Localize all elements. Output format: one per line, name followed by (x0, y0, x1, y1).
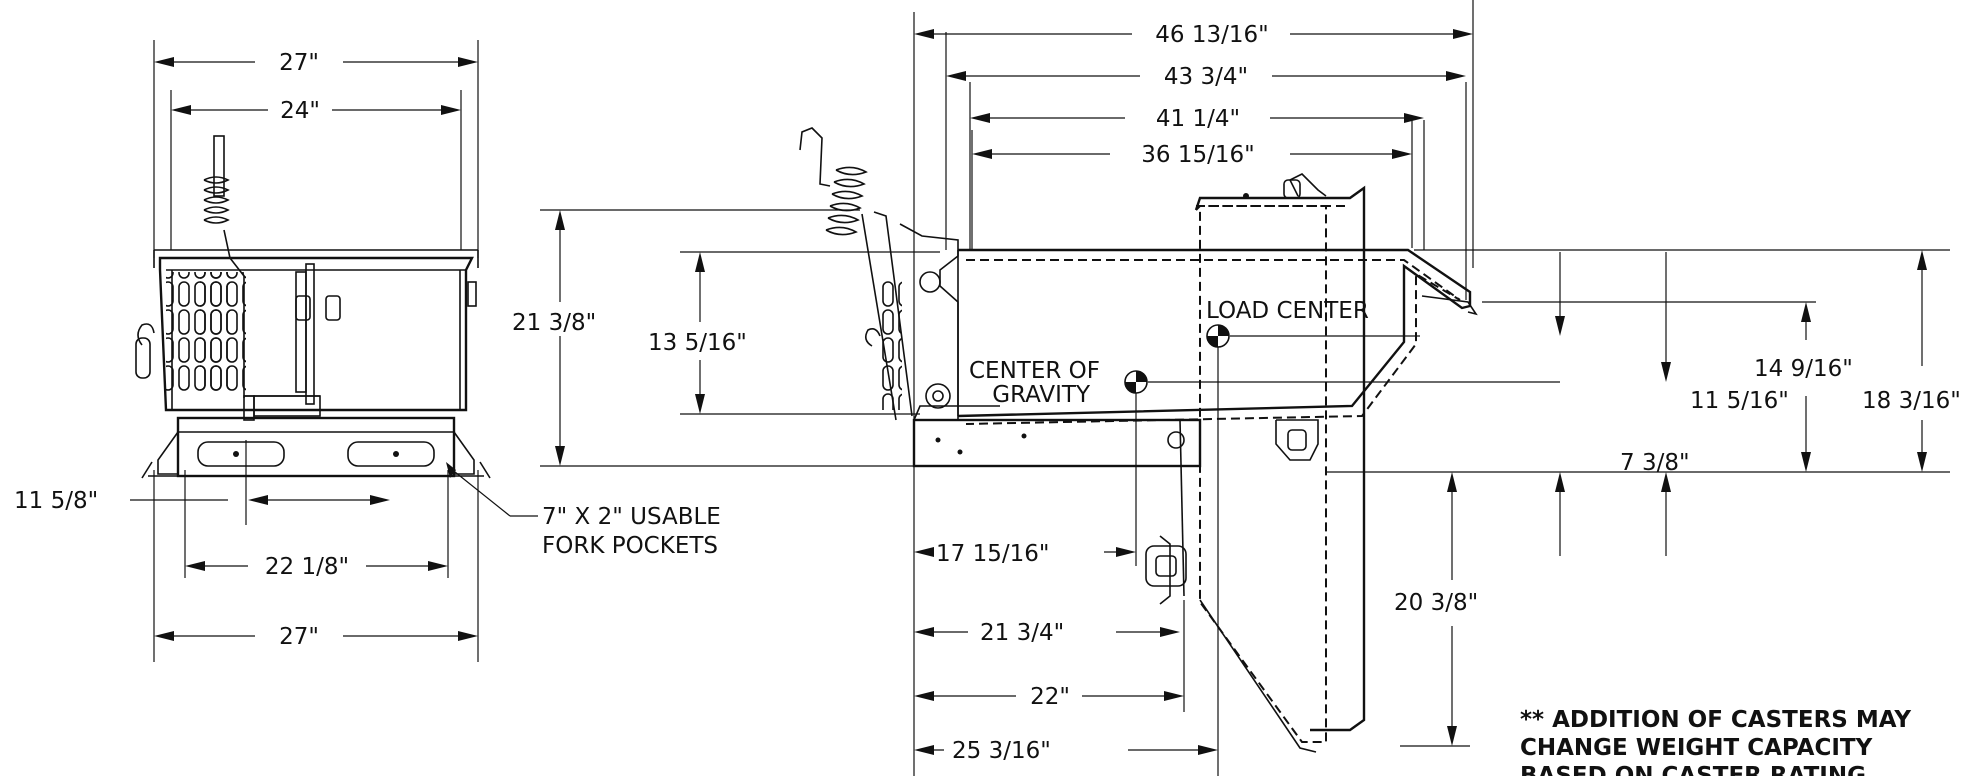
dim-overall-height: 21 3/8" (512, 310, 596, 336)
note-line1: ** ADDITION OF CASTERS MAY (1520, 707, 1911, 733)
dim-cog-height: 11 5/16" (1690, 388, 1789, 414)
dim-body-height: 13 5/16" (648, 330, 747, 356)
fork-pocket-note-line1: 7" X 2" USABLE (542, 504, 721, 530)
fork-pocket-note-line2: FORK POCKETS (542, 533, 718, 559)
cog-label-line2: GRAVITY (992, 382, 1091, 408)
caster-note: ** ADDITION OF CASTERS MAY CHANGE WEIGHT… (1520, 707, 1911, 776)
dim-overall-length: 46 13/16" (1155, 22, 1268, 48)
dim-front-width-top: 27" (279, 50, 319, 76)
dim-length-2: 43 3/4" (1164, 64, 1248, 90)
dim-front-width-inner: 24" (280, 98, 320, 124)
load-center-label: LOAD CENTER (1206, 298, 1369, 324)
dim-pocket-center: 11 5/8" (14, 488, 98, 514)
dim-offset-3: 22" (1030, 684, 1070, 710)
dim-length-3: 41 1/4" (1156, 106, 1240, 132)
cog-label-line1: CENTER OF (969, 358, 1100, 384)
side-view: 46 13/16" 43 3/4" 41 1/4" 36 15/16" 21 3… (512, 0, 1961, 776)
dim-lc-height: 14 9/16" (1754, 356, 1853, 382)
dim-front-width-bottom: 27" (279, 624, 319, 650)
dim-cog-offset: 17 15/16" (936, 541, 1049, 567)
dim-lc-offset: 21 3/4" (980, 620, 1064, 646)
dim-pocket-span: 22 1/8" (265, 554, 349, 580)
dim-right-height: 18 3/16" (1862, 388, 1961, 414)
dim-length-4: 36 15/16" (1141, 142, 1254, 168)
note-line3: BASED ON CASTER RATING (1520, 763, 1866, 776)
front-view: 27" 24" (14, 40, 721, 662)
dim-cog-height-2: 7 3/8" (1620, 450, 1690, 476)
dim-dump-height: 20 3/8" (1394, 590, 1478, 616)
note-line2: CHANGE WEIGHT CAPACITY (1520, 735, 1873, 761)
dim-offset-4: 25 3/16" (952, 738, 1051, 764)
